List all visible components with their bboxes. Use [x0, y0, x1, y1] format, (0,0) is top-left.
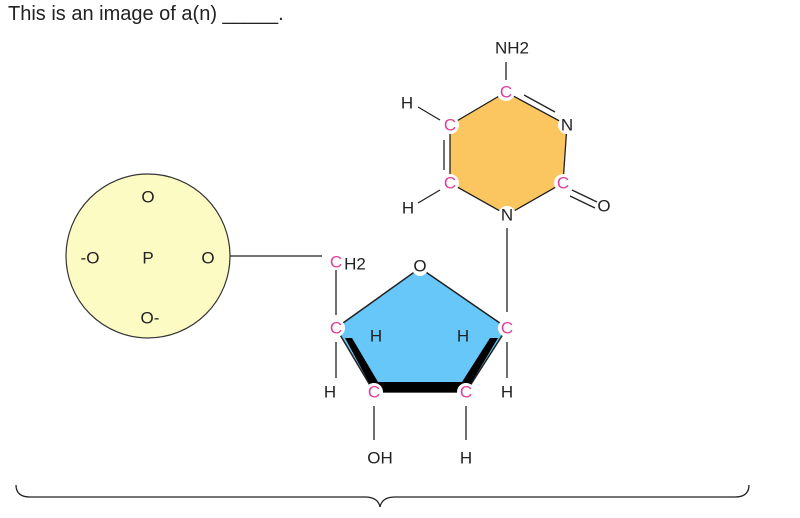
base-h5: H	[401, 94, 413, 113]
curly-brace	[15, 484, 750, 508]
sugar-h-inner-right: H	[457, 327, 469, 346]
base-o2: O	[597, 197, 610, 216]
sugar-h-inner-left: H	[370, 327, 382, 346]
base-nh2: NH2	[495, 39, 529, 58]
base-group: NH2 C N C O N C C H H	[401, 39, 611, 225]
ch2-carbon: C	[330, 253, 342, 272]
base-c6: C	[444, 174, 456, 193]
sugar-h-c1: H	[501, 383, 513, 402]
sugar-oh: OH	[367, 449, 393, 468]
sugar-h-c2: H	[460, 449, 472, 468]
phosphate-p: P	[142, 249, 153, 268]
question-text: This is an image of a(n) _____.	[8, 3, 284, 25]
phosphate-o-left: -O	[81, 249, 100, 268]
base-c2: C	[557, 174, 569, 193]
base-ring	[449, 91, 568, 216]
phosphate-o-top: O	[141, 188, 154, 207]
sugar-ring	[335, 267, 509, 393]
phosphate-o-bottom: O-	[141, 309, 160, 328]
base-n3: N	[561, 116, 573, 135]
sugar-c2: C	[460, 383, 472, 402]
base-c4: C	[500, 83, 512, 102]
ring-oxygen: O	[413, 257, 426, 276]
ch2-h2: H2	[344, 255, 366, 274]
phosphate-o-right: O	[201, 249, 214, 268]
sugar-c1: C	[501, 319, 513, 338]
phosphate-group: O -O P O O-	[65, 173, 322, 339]
base-n1: N	[501, 206, 513, 225]
sugar-group: C H2 O C C C C H H H H OH H	[324, 228, 516, 468]
sugar-c3: C	[368, 383, 380, 402]
base-c5: C	[444, 116, 456, 135]
sugar-h-c4: H	[324, 383, 336, 402]
sugar-c4: C	[330, 319, 342, 338]
base-h6: H	[402, 199, 414, 218]
